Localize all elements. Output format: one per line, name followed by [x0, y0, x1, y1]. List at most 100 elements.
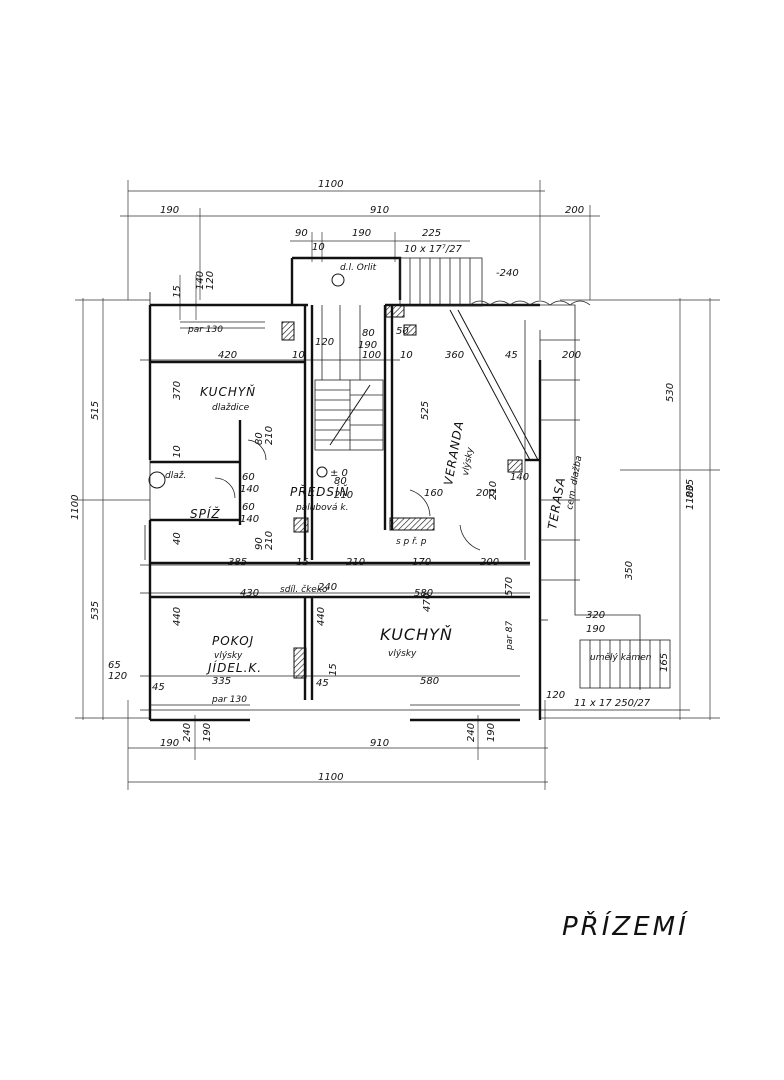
dim-left-120: 120 [205, 271, 216, 290]
dim-room-240: 240 [318, 582, 337, 593]
dim-wc-40: 40 [172, 532, 183, 545]
dim-wc-10: 10 [172, 445, 183, 458]
dim-stair-225: 225 [422, 228, 441, 239]
dim-bottom-total: 1100 [318, 772, 343, 783]
dim-terrace-350: 350 [624, 561, 635, 580]
room-label-room: POKOJ [212, 634, 254, 648]
dim-row2-15: 15 [296, 557, 309, 568]
dim-room-580: 580 [414, 588, 433, 599]
dim-left-65: 65 [108, 660, 121, 671]
door-swings [148, 273, 481, 551]
zero-level-mark: ± 0 [330, 468, 348, 479]
floor-label-room: vlýsky [214, 651, 243, 661]
dim-top-total: 1100 [318, 179, 343, 190]
dim-top-left: 190 [160, 205, 179, 216]
dim-left-140: 140 [195, 271, 206, 290]
room-label-kitchen-bottom: KUCHYŇ [380, 625, 453, 644]
dim-terrace-190: 190 [586, 624, 605, 635]
dim-stair-10: 10 [312, 242, 325, 253]
room-label-terrace: TERASA [545, 476, 568, 531]
room-label-kitchen-top: KUCHYŇ [200, 384, 256, 399]
dim-door-210b: 210 [264, 531, 275, 550]
top-dimension-lines [120, 180, 600, 300]
hatched-columns [281, 304, 523, 679]
dim-left-515: 515 [90, 401, 101, 420]
floor-label-veranda: vlýsky [461, 446, 476, 476]
dim-stair-90: 90 [295, 228, 308, 239]
dim-door-210: 210 [264, 426, 275, 445]
dim-stair-spec: 10 x 17⁷/27 [404, 244, 462, 255]
dim-room-430: 430 [240, 588, 259, 599]
dim-right-total: 1100 [685, 485, 696, 510]
dim-room-45a: 45 [152, 682, 165, 693]
dim-veranda-525: 525 [420, 401, 431, 420]
dim-bottom-middle: 910 [370, 738, 389, 749]
dim-door-60a: 60 [242, 472, 255, 483]
dim-door-140a: 140 [240, 484, 259, 495]
dim-room-580b: 580 [420, 676, 439, 687]
dim-bottom-190b: 190 [486, 723, 497, 742]
dim-veranda-200: 200 [562, 350, 581, 361]
dim-left-120b: 120 [108, 671, 127, 682]
room-label-wc: dlaž. [165, 471, 186, 481]
dim-kitchen-width: 420 [218, 350, 237, 361]
dim-stair-240: -240 [496, 268, 519, 279]
dim-hall-100: 100 [362, 350, 381, 361]
dim-room-15: 15 [328, 663, 339, 676]
room-label-pantry: SPÍŽ [190, 506, 221, 521]
dim-left-535: 535 [90, 601, 101, 620]
label-par-130a: par 130 [187, 325, 223, 335]
dim-door-60b: 60 [242, 502, 255, 513]
dim-row2-210: 210 [346, 557, 365, 568]
dim-row2-170: 170 [412, 557, 431, 568]
dim-left-15: 15 [172, 285, 183, 298]
right-dimension-lines [540, 298, 720, 720]
room-label-hall: PŘEDSÍŇ [290, 484, 350, 499]
room-use-dining: JÍDEL.K. [206, 660, 262, 675]
label-par-130b: par 130 [211, 695, 247, 705]
dim-stair-80: 80 [362, 328, 375, 339]
floor-label-kitchen-top: dlaždice [212, 403, 250, 413]
dim-hall-210: 210 [334, 490, 353, 501]
dim-stair-190: 190 [352, 228, 371, 239]
dim-bottom-left: 190 [160, 738, 179, 749]
left-dimension-lines [75, 275, 197, 720]
dim-hall-120: 120 [315, 337, 334, 348]
dim-right-530: 530 [665, 383, 676, 402]
dim-room-570: 570 [504, 577, 515, 596]
dim-top-middle: 910 [370, 205, 389, 216]
dim-veranda-360: 360 [445, 350, 464, 361]
room-labels: KUCHYŇ dlaždice PŘEDSÍŇ palubová k. VERA… [165, 263, 652, 705]
label-spaje: s p ř. p [396, 537, 427, 547]
dim-terrace-stairs: 11 x 17 250/27 [574, 698, 651, 709]
dim-hall-200: 200 [476, 488, 495, 499]
terrace-area [440, 300, 671, 690]
dim-room-45b: 45 [316, 678, 329, 689]
label-par-87: par 87 [505, 620, 515, 651]
dim-right-835: 835 [685, 479, 696, 498]
dim-top-right: 200 [565, 205, 584, 216]
dim-door-80: 80 [254, 432, 265, 445]
dim-row2-385: 385 [228, 557, 247, 568]
dim-door-90: 90 [254, 537, 265, 550]
dim-left-total: 1100 [70, 495, 81, 520]
dimension-labels: 1100 190 910 200 90 10 190 225 10 x 17⁷/… [70, 179, 696, 783]
dim-kitchen-height: 370 [172, 381, 183, 400]
label-sdil: sdíl. čkeko [280, 584, 328, 595]
dim-door-140b: 140 [240, 514, 259, 525]
label-artificial-stone: umělý kámen [590, 652, 652, 663]
dim-room-440b: 440 [316, 607, 327, 626]
dim-room-335: 335 [212, 676, 231, 687]
dim-stair-50: 50 [396, 326, 409, 337]
label-orlit: d.l. Orlit [340, 263, 377, 273]
dim-stair-190-inner: 190 [358, 340, 377, 351]
floor-label-kitchen-bottom: vlýsky [388, 649, 417, 659]
dim-terrace-320: 320 [586, 610, 605, 621]
dim-row2-200: 200 [480, 557, 499, 568]
dim-terrace-120: 120 [546, 690, 565, 701]
drawing-title: PŘÍZEMÍ [562, 910, 689, 942]
main-staircase [314, 305, 384, 451]
dim-bottom-240: 240 [182, 723, 193, 742]
windows [144, 321, 548, 706]
